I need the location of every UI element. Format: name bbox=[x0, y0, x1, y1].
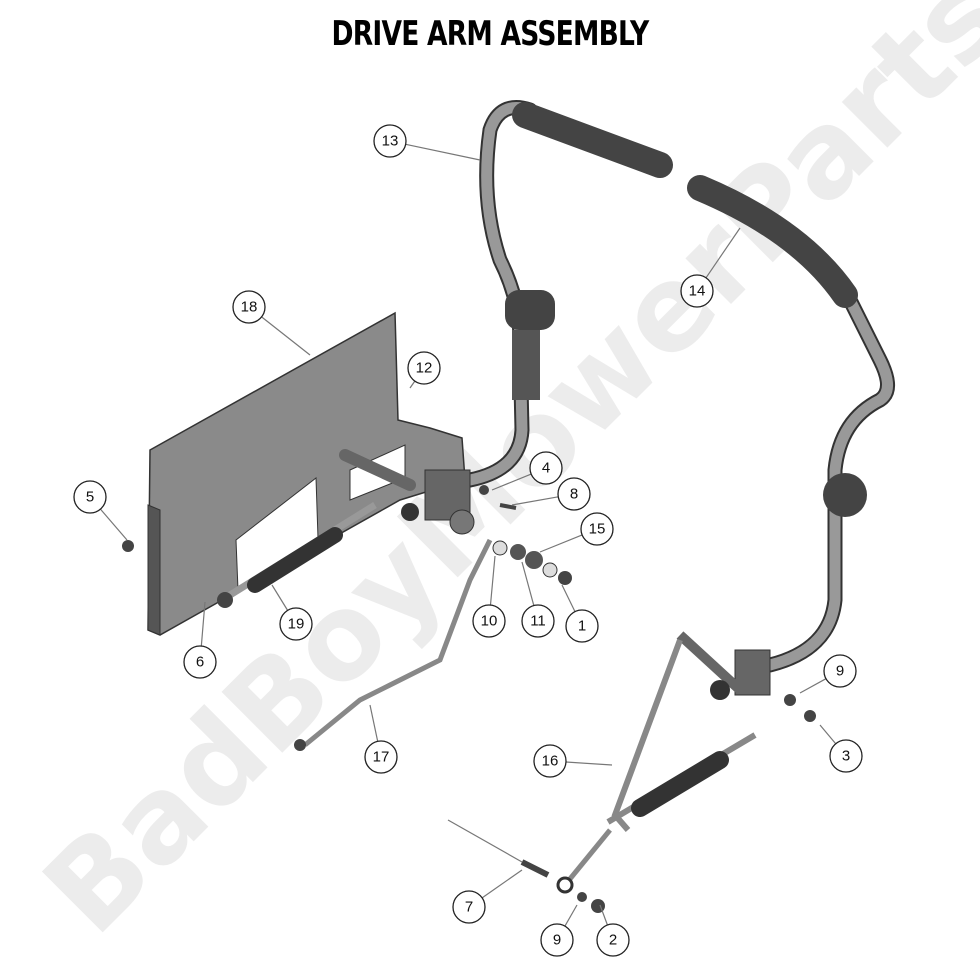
callout-number: 16 bbox=[542, 753, 559, 770]
callout-number: 9 bbox=[553, 932, 561, 949]
callout-11: 11 bbox=[521, 561, 555, 638]
callout-number: 14 bbox=[689, 283, 706, 300]
leader-line bbox=[799, 678, 827, 694]
leader-line bbox=[369, 704, 379, 742]
callout-circle bbox=[580, 512, 614, 546]
left-hub-assembly bbox=[339, 449, 572, 585]
callout-16: 16 bbox=[533, 744, 613, 778]
callout-number: 18 bbox=[241, 299, 258, 316]
callout-4: 4 bbox=[491, 451, 563, 491]
callout-circle bbox=[529, 451, 563, 485]
right-control-rod bbox=[520, 638, 757, 913]
leader-line bbox=[511, 496, 559, 506]
callout-circle bbox=[373, 124, 407, 158]
callout-13: 13 bbox=[373, 124, 481, 161]
leader-line bbox=[819, 724, 837, 745]
leader-line bbox=[99, 508, 128, 541]
callout-8: 8 bbox=[511, 477, 591, 511]
callout-17: 17 bbox=[364, 704, 398, 774]
leader-line bbox=[705, 227, 741, 279]
callout-number: 19 bbox=[288, 616, 305, 633]
left-control-rod bbox=[294, 538, 493, 751]
leader-line bbox=[599, 904, 608, 926]
callout-number: 10 bbox=[481, 613, 498, 630]
callout-number: 3 bbox=[842, 748, 850, 765]
leader-line bbox=[447, 819, 523, 863]
callout-number: 5 bbox=[86, 489, 94, 506]
callout-number: 11 bbox=[530, 613, 546, 630]
right-drive-arm bbox=[687, 175, 895, 673]
callout-number: 9 bbox=[836, 663, 844, 680]
right-hub-assembly bbox=[676, 631, 816, 722]
callout-number: 15 bbox=[589, 521, 606, 538]
callout-7: 7 bbox=[452, 869, 523, 924]
callout-circle bbox=[533, 744, 567, 778]
callout-circle bbox=[73, 480, 107, 514]
callout-number: 13 bbox=[382, 133, 399, 150]
callout-1: 1 bbox=[561, 584, 599, 643]
leader-line bbox=[564, 904, 578, 927]
diagram-title: DRIVE ARM ASSEMBLY bbox=[331, 14, 650, 54]
callout-3: 3 bbox=[819, 724, 863, 773]
callout-circle bbox=[829, 739, 863, 773]
callout-number: 8 bbox=[570, 486, 578, 503]
damper-19 bbox=[122, 502, 377, 608]
callout-number: 1 bbox=[578, 618, 586, 635]
callout-18: 18 bbox=[232, 290, 311, 356]
leader-line bbox=[405, 143, 481, 161]
callout-circle bbox=[565, 609, 599, 643]
callout-number: 2 bbox=[609, 932, 617, 949]
leader-line bbox=[561, 584, 576, 612]
callout-circle bbox=[557, 477, 591, 511]
callout-6: 6 bbox=[183, 601, 217, 679]
callout-number: 6 bbox=[196, 654, 204, 671]
leader-line bbox=[481, 869, 523, 899]
callout-circle bbox=[540, 923, 574, 957]
callout-15: 15 bbox=[539, 512, 614, 553]
leader-line bbox=[489, 555, 496, 606]
leader-line bbox=[539, 534, 583, 553]
callout-circle bbox=[183, 645, 217, 679]
callout-9: 9 bbox=[799, 654, 857, 694]
leader-line bbox=[271, 584, 289, 611]
callout-circle bbox=[472, 604, 506, 638]
callout-10: 10 bbox=[472, 555, 506, 638]
callout-circle bbox=[364, 740, 398, 774]
leader-line bbox=[409, 380, 416, 389]
callout-number: 7 bbox=[465, 899, 473, 916]
leader-line bbox=[491, 473, 532, 491]
leader-line bbox=[521, 561, 535, 606]
callout-circle bbox=[452, 890, 486, 924]
callout-number: 12 bbox=[416, 360, 433, 377]
callout-19: 19 bbox=[271, 584, 313, 641]
callout-circle bbox=[407, 351, 441, 385]
callout-14: 14 bbox=[680, 227, 741, 308]
callout-circle bbox=[596, 923, 630, 957]
leader-line bbox=[200, 601, 206, 647]
callout-circle bbox=[232, 290, 266, 324]
callout-number: 17 bbox=[373, 749, 390, 766]
callout-5: 5 bbox=[73, 480, 128, 541]
callout-9: 9 bbox=[540, 904, 578, 957]
leader-line bbox=[565, 761, 613, 766]
callout-circle bbox=[680, 274, 714, 308]
callout-number: 4 bbox=[542, 460, 550, 477]
callout-circle bbox=[823, 654, 857, 688]
callout-12: 12 bbox=[407, 351, 441, 389]
callout-circle bbox=[279, 607, 313, 641]
leader-line bbox=[261, 316, 311, 356]
callout-2: 2 bbox=[596, 904, 630, 957]
left-drive-arm bbox=[462, 100, 673, 488]
callout-circle bbox=[521, 604, 555, 638]
